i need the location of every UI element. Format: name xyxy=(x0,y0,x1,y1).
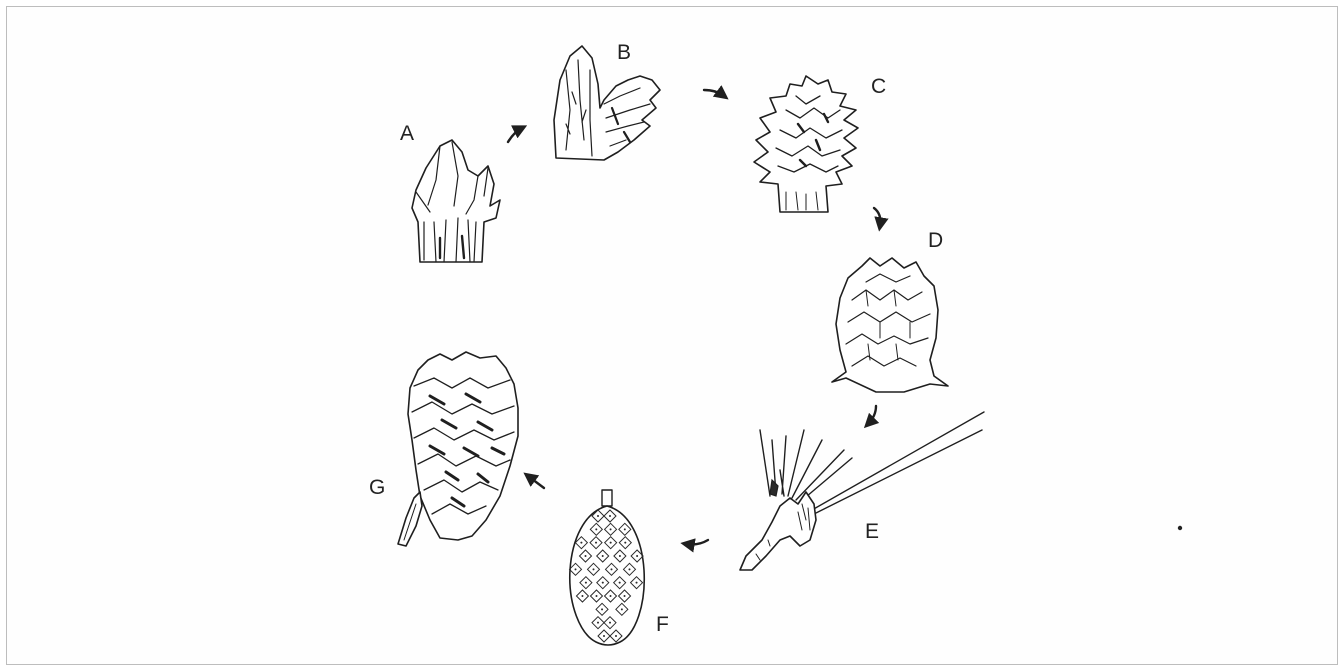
cone-scale-umbo xyxy=(624,528,626,530)
cone-scale-umbo xyxy=(610,595,612,597)
stage-b-illustration xyxy=(554,46,660,160)
cone-scale-umbo xyxy=(624,542,626,544)
emerging-conelet-icon xyxy=(554,46,660,160)
cone-scale-umbo xyxy=(593,568,595,570)
cone-scale-umbo xyxy=(636,582,638,584)
cone-scale-umbo xyxy=(595,595,597,597)
stage-a-illustration xyxy=(412,140,500,262)
arrow-c-to-d xyxy=(874,208,880,226)
stage-c-illustration xyxy=(754,76,858,212)
stage-label-e: E xyxy=(865,520,879,543)
stage-d-illustration xyxy=(832,258,948,392)
cone-scale-umbo xyxy=(597,622,599,624)
stage-label-f: F xyxy=(656,613,669,636)
cone-scale-umbo xyxy=(619,582,621,584)
stage-label-b: B xyxy=(617,41,631,64)
cone-scale-umbo xyxy=(595,528,597,530)
arrow-a-to-b xyxy=(508,128,522,142)
arrow-b-to-c xyxy=(704,90,724,96)
cone-scale-umbo xyxy=(585,582,587,584)
cone-scale-umbo xyxy=(601,608,603,610)
stage-label-a: A xyxy=(400,122,414,145)
ink-speck xyxy=(1178,526,1182,530)
cone-scale-umbo xyxy=(602,582,604,584)
first-year-cone-icon xyxy=(832,258,948,392)
stage-g-illustration xyxy=(398,352,518,546)
cone-scale-umbo xyxy=(636,555,638,557)
needle-shoot-icon xyxy=(740,412,984,570)
stage-label-g: G xyxy=(369,476,385,499)
arrow-f-to-g xyxy=(528,476,544,488)
cone-scale-umbo xyxy=(584,555,586,557)
young-conelet-icon xyxy=(754,76,858,212)
cone-scale-umbo xyxy=(581,595,583,597)
cone-scale-umbo xyxy=(595,542,597,544)
cone-scale-umbo xyxy=(609,622,611,624)
stage-label-c: C xyxy=(871,75,886,98)
cone-scale-umbo xyxy=(597,515,599,517)
cone-scale-umbo xyxy=(610,528,612,530)
cone-scale-umbo xyxy=(575,568,577,570)
closed-mature-cone-icon xyxy=(570,490,645,645)
cone-scale-umbo xyxy=(609,515,611,517)
arrow-e-to-f xyxy=(686,540,708,545)
cone-scale-umbo xyxy=(628,568,630,570)
cone-scale-umbo xyxy=(603,635,605,637)
stage-label-d: D xyxy=(928,229,943,252)
cone-scale-umbo xyxy=(624,595,626,597)
cone-scale-umbo xyxy=(619,555,621,557)
cone-scale-umbo xyxy=(580,542,582,544)
arrow-d-to-e xyxy=(868,406,876,424)
cone-scale-umbo xyxy=(610,568,612,570)
stage-f-illustration xyxy=(570,490,645,645)
cone-scale-umbo xyxy=(610,542,612,544)
stage-e-illustration xyxy=(740,412,984,570)
cone-scale-umbo xyxy=(621,608,623,610)
open-cone-with-seed-icon xyxy=(398,352,518,546)
cone-scale-umbo xyxy=(602,555,604,557)
staminate-bud-icon xyxy=(412,140,500,262)
cone-scale-umbo xyxy=(615,635,617,637)
